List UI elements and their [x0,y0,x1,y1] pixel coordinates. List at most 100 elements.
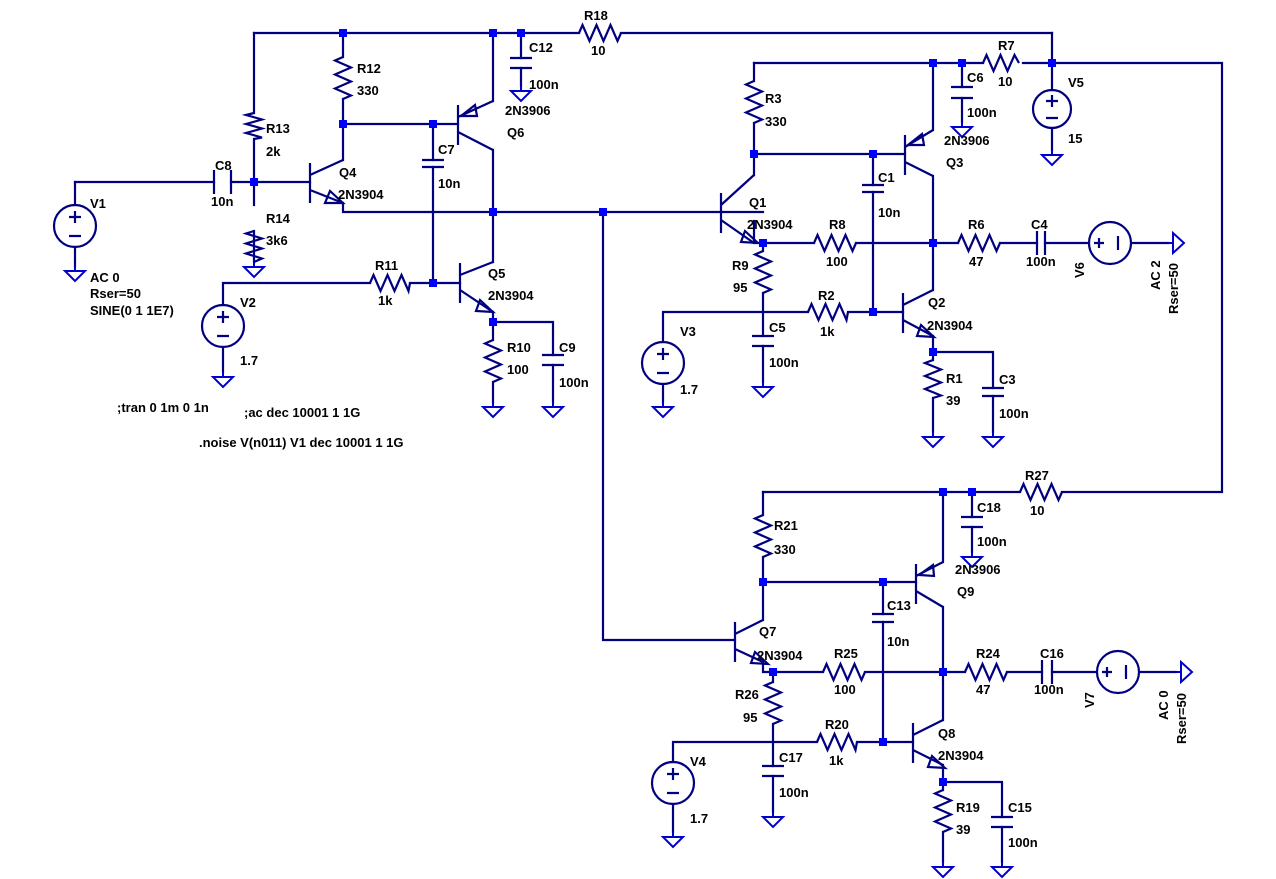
junctions [250,29,1056,786]
transistor-Q9[interactable] [914,561,944,608]
capacitor-C18[interactable] [961,515,983,529]
ground-icon [991,861,1013,878]
value-C7: 10n [438,176,460,191]
v1-line3: SINE(0 1 1E7) [90,303,174,318]
label-C18: C18 [977,500,1001,515]
resistor-R26[interactable] [762,680,784,726]
transistor-Q8[interactable] [911,719,949,770]
label-C12: C12 [529,40,553,55]
transistor-Q6[interactable] [456,99,494,151]
resistor-R6[interactable] [956,232,1002,254]
value-R10: 100 [507,362,529,377]
value-V5: 15 [1068,131,1082,146]
ground-icon [982,431,1004,448]
label-R10: R10 [507,340,531,355]
ground-icon [932,861,954,878]
transistor-Q2[interactable] [901,289,938,339]
transistor-Q7[interactable] [733,619,772,666]
directive-noise: .noise V(n011) V1 dec 10001 1 1G [199,435,404,450]
label-R26: R26 [735,687,759,702]
ground-icon [662,831,684,848]
ground-icon [762,811,784,828]
resistor-R12[interactable] [332,55,354,101]
capacitor-C12[interactable] [510,56,532,70]
resistors [241,22,1064,834]
capacitor-C15[interactable] [991,815,1013,829]
capacitor-C16[interactable] [1040,660,1054,684]
capacitor-C1[interactable] [862,183,884,194]
directive-ac: ;ac dec 10001 1 1G [244,405,360,420]
resistor-R1[interactable] [921,358,945,400]
value-R19: 39 [956,822,970,837]
source-V2[interactable] [200,303,246,349]
ground-icon [482,401,504,418]
label-C15: C15 [1008,800,1032,815]
v7-line1: AC 0 [1156,690,1171,720]
value-R1: 39 [946,393,960,408]
capacitor-C6[interactable] [951,85,973,100]
source-V1[interactable] [52,203,98,249]
grounds [64,85,1194,878]
source-V5[interactable] [1031,88,1073,130]
value-R12: 330 [357,83,379,98]
resistor-R19[interactable] [932,788,954,834]
value-R20: 1k [829,753,844,768]
resistor-R8[interactable] [812,232,858,254]
resistor-R21[interactable] [752,513,774,559]
model-Q8: 2N3904 [938,748,984,763]
resistor-R24[interactable] [963,661,1009,683]
value-C9: 100n [559,375,589,390]
model-Q2: 2N3904 [927,318,973,333]
ground-icon [752,381,774,398]
capacitor-C5[interactable] [752,334,774,348]
transistor-Q4[interactable] [308,158,346,205]
resistor-R27[interactable] [1018,481,1064,503]
source-V4[interactable] [650,760,696,806]
capacitor-C8[interactable] [212,170,233,194]
resistor-R14[interactable] [242,229,266,264]
label-R1: R1 [946,371,963,386]
resistor-R7[interactable] [981,52,1020,74]
resistor-R20[interactable] [815,731,859,754]
capacitor-C3[interactable] [982,386,1004,398]
source-V7[interactable] [1095,649,1141,695]
resistor-R9[interactable] [752,249,774,295]
value-C17: 100n [779,785,809,800]
label-Q6: Q6 [507,125,524,140]
model-Q6: 2N3906 [505,103,551,118]
v1-line1: AC 0 [90,270,120,285]
label-C4: C4 [1031,217,1048,232]
model-Q4: 2N3904 [338,187,384,202]
capacitor-C17[interactable] [762,764,784,778]
value-V2: 1.7 [240,353,258,368]
value-R26: 95 [743,710,757,725]
resistor-R18[interactable] [577,22,623,44]
label-R9: R9 [732,258,749,273]
resistor-R13[interactable] [241,111,267,141]
value-C4: 100n [1026,254,1056,269]
transistor-Q5[interactable] [458,260,497,314]
resistor-R2[interactable] [806,301,850,324]
capacitor-C4[interactable] [1035,231,1047,255]
resistor-R10[interactable] [482,338,504,384]
labels: R18 10 R12 330 C12 100n 2N3906 Q6 R13 2k… [90,8,1189,850]
transistor-Q1[interactable] [719,174,762,245]
capacitor-C13[interactable] [872,612,894,624]
capacitor-C7[interactable] [422,158,444,169]
label-V7: V7 [1082,692,1097,708]
resistor-R25[interactable] [821,661,867,683]
resistor-R11[interactable] [368,272,412,295]
capacitor-C9[interactable] [542,353,564,367]
label-V3: V3 [680,324,696,339]
value-C15: 100n [1008,835,1038,850]
resistor-R3[interactable] [743,79,765,125]
value-R11: 1k [378,293,393,308]
value-R7: 10 [998,74,1012,89]
directive-tran: ;tran 0 1m 0 1n [117,400,209,415]
source-V3[interactable] [640,340,686,386]
value-C3: 100n [999,406,1029,421]
label-Q3: Q3 [946,155,963,170]
ground-icon [243,261,265,278]
transistor-Q3[interactable] [903,129,934,177]
source-V6[interactable] [1087,220,1133,266]
